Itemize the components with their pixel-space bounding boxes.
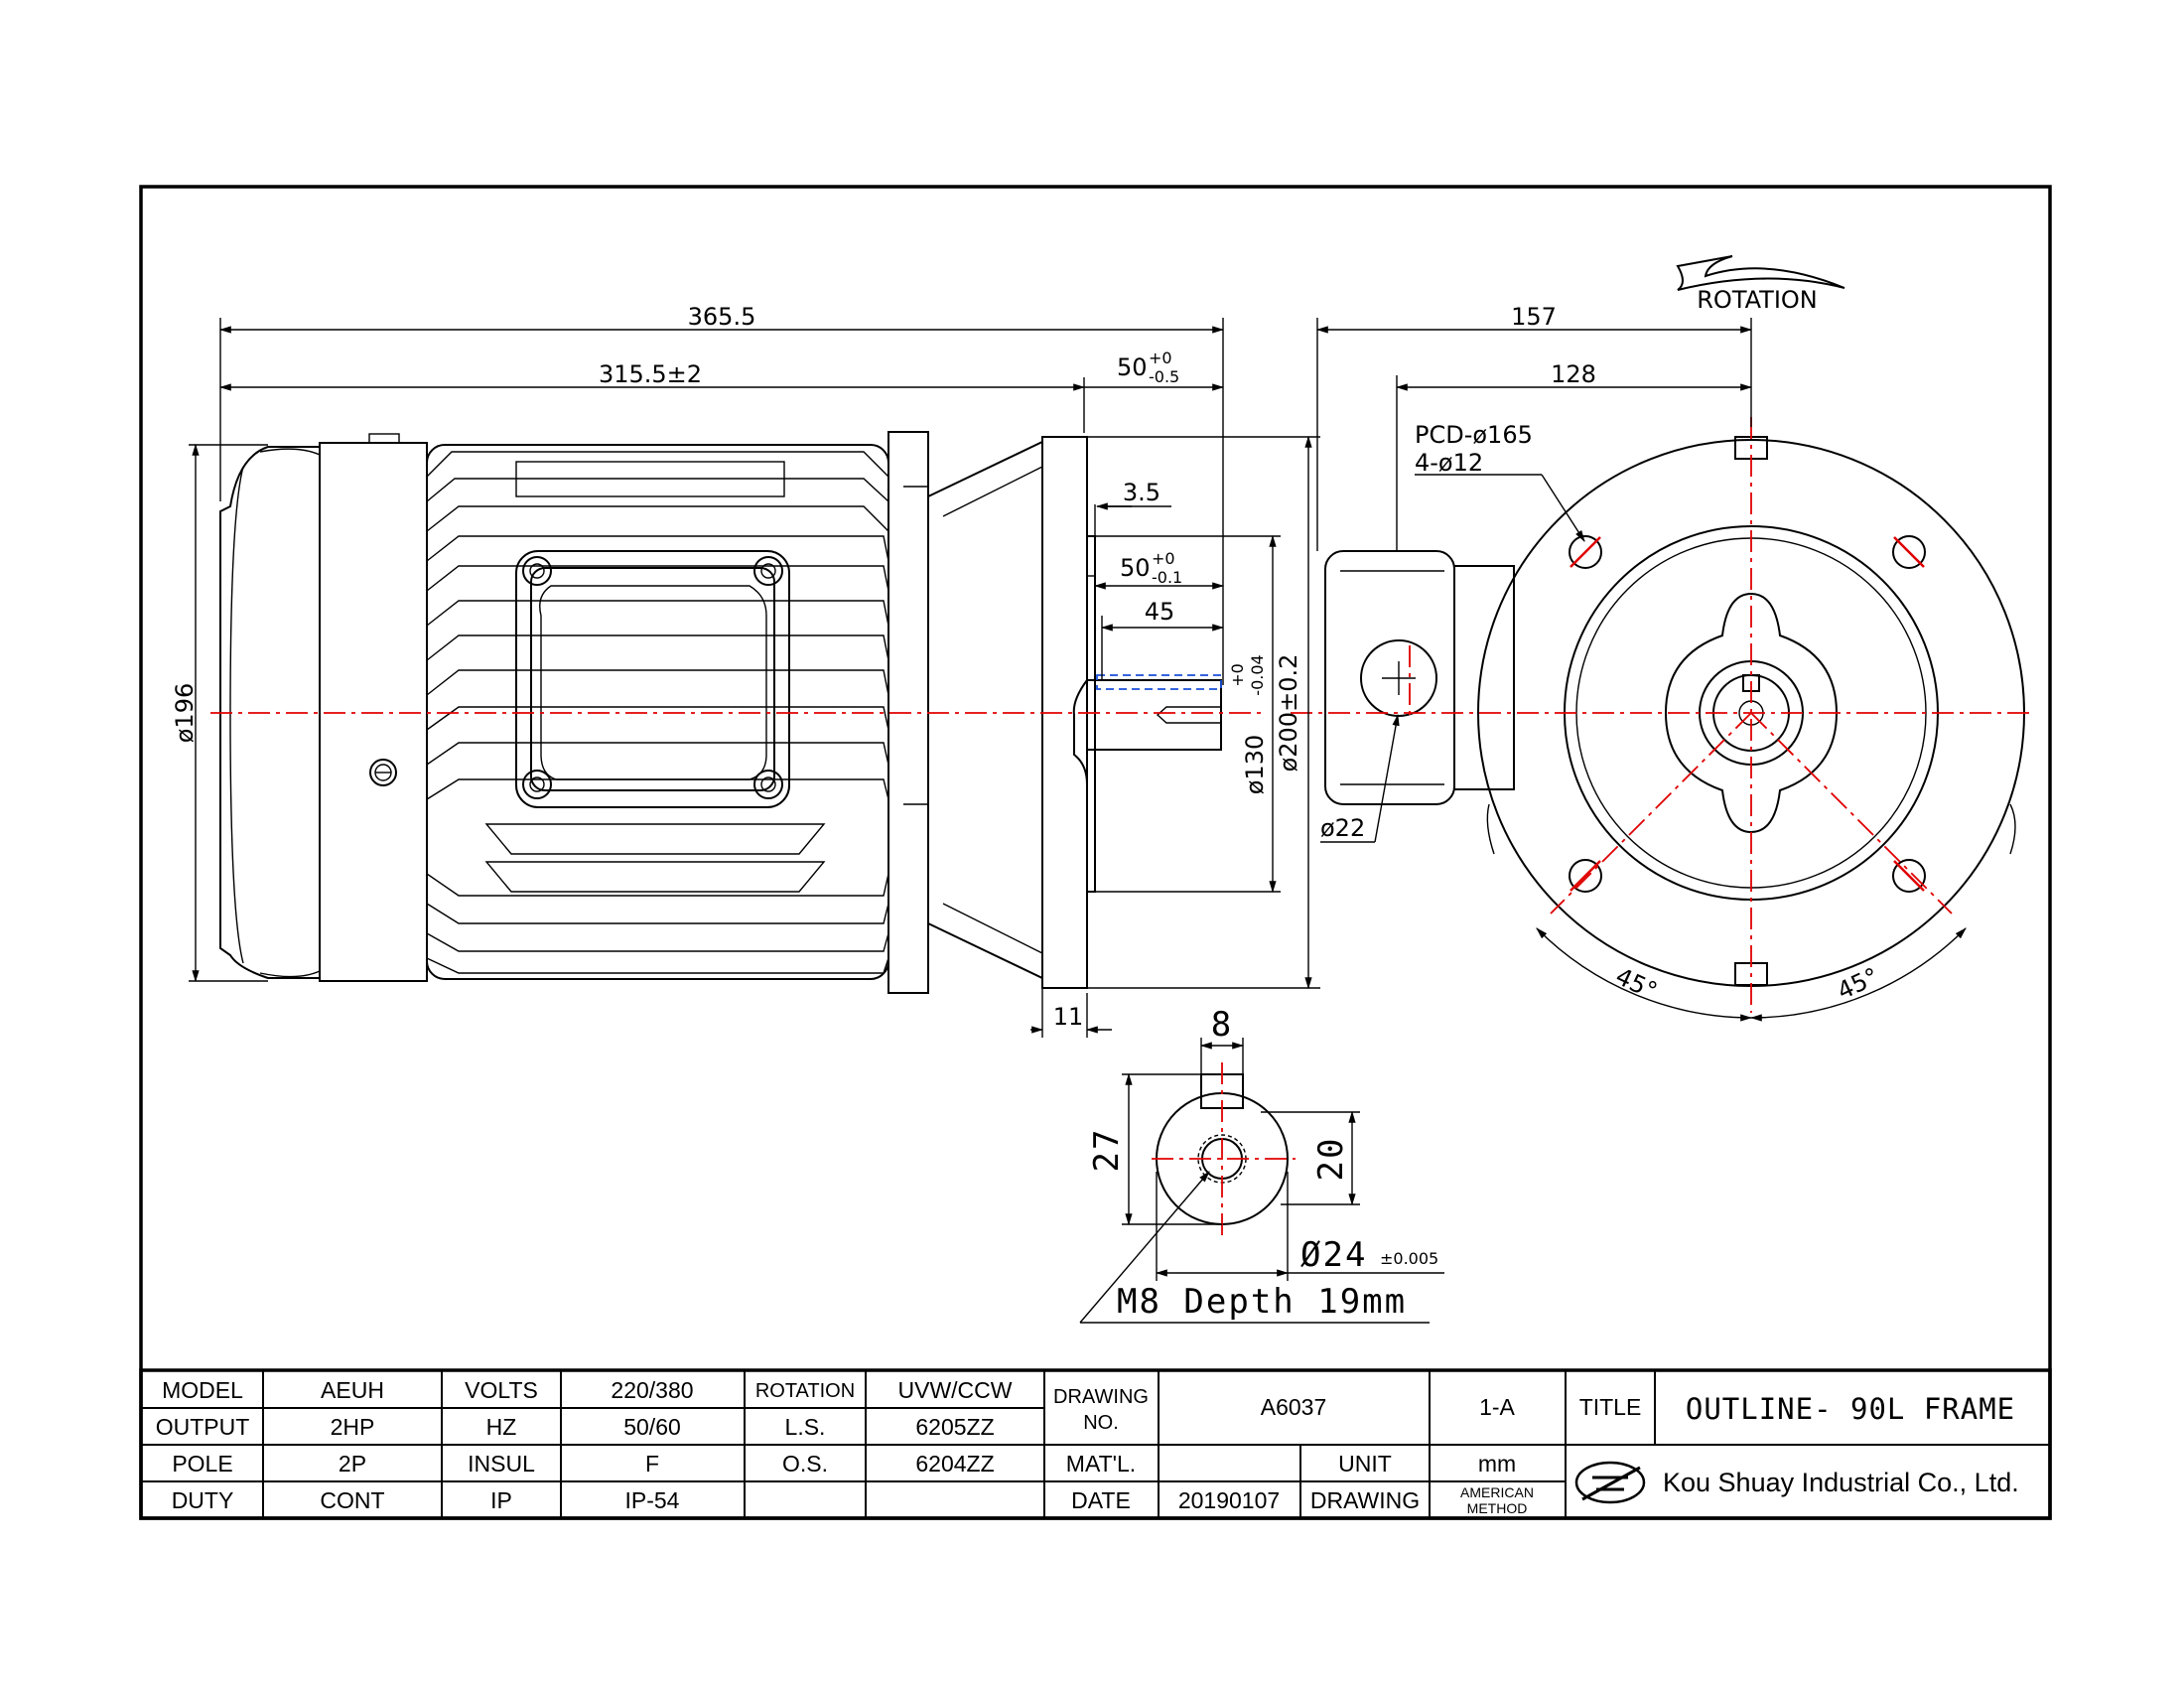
tb-title-label: TITLE	[1579, 1394, 1642, 1420]
tb-date-label: DATE	[1071, 1487, 1131, 1513]
key-hidden	[1096, 674, 1222, 690]
tb-drawing-no-label-2: NO.	[1083, 1412, 1119, 1434]
tb-drawing-no: A6037	[1261, 1394, 1327, 1420]
tb-date: 20190107	[1178, 1487, 1280, 1513]
dim-key-width: 8	[1211, 1005, 1233, 1045]
dim-body-dia: ø196	[171, 683, 199, 744]
dim-shaft-dia: Ø24	[1300, 1235, 1367, 1275]
tb-rotation-label: ROTATION	[755, 1380, 855, 1402]
fan-cover	[219, 446, 321, 979]
rotation-label: ROTATION	[1697, 286, 1818, 314]
tb-ls-label: L.S.	[785, 1414, 826, 1440]
end-bracket	[319, 442, 428, 982]
company-logo-icon	[1574, 1461, 1646, 1504]
dim-shaft-len-tol-lower: -0.1	[1152, 568, 1182, 587]
bolt-holes	[1569, 535, 1926, 893]
tb-model: AEUH	[321, 1377, 384, 1403]
dim-spigot-tol-lower: -0.04	[1248, 654, 1267, 695]
terminal-box	[515, 550, 790, 808]
tb-company: Kou Shuay Industrial Co., Ltd.	[1663, 1468, 2019, 1497]
tb-hz: 50/60	[623, 1414, 681, 1440]
tb-method-2: METHOD	[1467, 1500, 1528, 1516]
dim-flange-dia: ø200±0.2	[1275, 654, 1302, 773]
dim-flange-thickness: 11	[1053, 1003, 1084, 1031]
center-lines	[210, 417, 2033, 1236]
tb-unit: mm	[1478, 1451, 1516, 1477]
tb-title: OUTLINE- 90L FRAME	[1686, 1392, 2015, 1426]
terminal-screw-icon	[522, 556, 552, 586]
dim-spigot-dia: ø130	[1241, 735, 1269, 795]
dim-body-length: 315.5±2	[599, 360, 702, 388]
dim-shaft-ext-tol-upper: +0	[1149, 349, 1172, 367]
tb-ip-label: IP	[490, 1487, 512, 1513]
dim-end-157: 157	[1511, 303, 1557, 331]
cooling-fins	[426, 451, 889, 974]
tb-output-label: OUTPUT	[156, 1414, 250, 1440]
dimension-labels: 365.5 315.5±2 50 +0 -0.5 3.5 50 +0 -0.1 …	[171, 286, 1883, 1322]
tb-matl-label: MAT'L.	[1066, 1451, 1136, 1477]
dim-spigot-tol-upper: +0	[1228, 663, 1247, 687]
tb-rotation: UVW/CCW	[898, 1377, 1013, 1403]
tb-unit-label: UNIT	[1338, 1451, 1392, 1477]
dim-key-len: 45	[1145, 598, 1175, 626]
dim-shaft-dia-tol: ±0.005	[1380, 1249, 1438, 1268]
terminal-screw-icon	[753, 770, 783, 799]
title-block: MODEL AEUH VOLTS 220/380 ROTATION UVW/CC…	[139, 1368, 2052, 1520]
dim-angle-right: 45°	[1833, 962, 1882, 1005]
tb-pole: 2P	[339, 1451, 366, 1477]
dim-shaft-ext: 50	[1117, 353, 1148, 381]
tb-hz-label: HZ	[486, 1414, 517, 1440]
dim-shaft-len-tol-upper: +0	[1152, 549, 1175, 568]
side-view	[219, 431, 1222, 994]
tb-pole-label: POLE	[172, 1451, 232, 1477]
tb-revision: 1-A	[1479, 1394, 1515, 1420]
tap-note: M8 Depth 19mm	[1117, 1282, 1407, 1322]
tb-os: 6204ZZ	[915, 1451, 994, 1477]
terminal-screw-icon	[753, 556, 783, 586]
tb-insul-label: INSUL	[468, 1451, 535, 1477]
tb-duty-label: DUTY	[172, 1487, 234, 1513]
rotation-arrow-icon	[1676, 255, 1845, 291]
tb-output: 2HP	[331, 1414, 375, 1440]
dim-shaft-ext-tol-lower: -0.5	[1149, 367, 1179, 386]
dim-shaft-height: 27	[1087, 1128, 1127, 1173]
tb-volts-label: VOLTS	[465, 1377, 538, 1403]
tb-ls: 6205ZZ	[915, 1414, 994, 1440]
dim-spigot-depth: 3.5	[1123, 479, 1160, 506]
dim-holes: 4-ø12	[1415, 449, 1483, 477]
tb-drawing-no-label-1: DRAWING	[1053, 1386, 1149, 1408]
dim-key-depth: 20	[1311, 1137, 1351, 1182]
tb-drawing-label: DRAWING	[1310, 1487, 1420, 1513]
flange-cone	[927, 440, 1043, 980]
tb-os-label: O.S.	[782, 1451, 828, 1477]
terminal-screw-icon	[522, 770, 552, 799]
tb-ip: IP-54	[625, 1487, 680, 1513]
tb-duty: CONT	[320, 1487, 384, 1513]
end-view	[1324, 436, 2025, 987]
tb-model-label: MODEL	[162, 1377, 243, 1403]
dim-pcd: PCD-ø165	[1415, 421, 1533, 449]
tb-volts: 220/380	[611, 1377, 693, 1403]
dim-overall-length: 365.5	[688, 303, 756, 331]
dim-gland: ø22	[1320, 814, 1365, 842]
stator-frame	[426, 444, 889, 980]
bearing-boss	[1664, 592, 1839, 834]
spigot	[1086, 535, 1096, 893]
ground-screw-icon	[369, 759, 397, 786]
dim-shaft-len: 50	[1120, 554, 1151, 582]
tb-insul: F	[645, 1451, 659, 1477]
tb-method-1: AMERICAN	[1460, 1484, 1534, 1500]
dim-end-128: 128	[1551, 360, 1596, 388]
dimension-lines	[189, 318, 1967, 1324]
